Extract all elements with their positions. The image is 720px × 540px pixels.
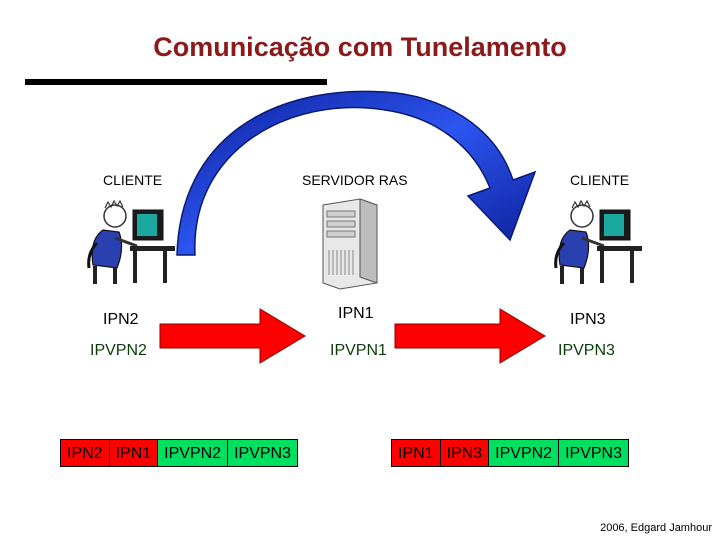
right-ip-label: IPN3	[570, 311, 606, 328]
left-client-icon	[87, 199, 175, 284]
server-label: SERVIDOR RAS	[302, 172, 408, 188]
right-client-label: CLIENTE	[570, 172, 630, 188]
server-vpn-label: IPVPN1	[330, 342, 387, 359]
right-packet-outer-src: IPN1	[391, 439, 441, 467]
page-title: Comunicação com Tunelamento	[153, 32, 567, 62]
left-packet: IPN2 IPN1 IPVPN2 IPVPN3	[60, 439, 298, 467]
right-packet-outer-dst: IPN3	[440, 439, 490, 467]
left-red-arrow	[159, 308, 306, 364]
right-vpn-label: IPVPN3	[558, 342, 615, 359]
right-packet: IPN1 IPN3 IPVPN2 IPVPN3	[391, 439, 629, 467]
title-underline	[25, 79, 327, 85]
server-icon	[322, 198, 378, 290]
footer-credit: 2006, Edgard Jamhour	[600, 522, 712, 534]
left-packet-inner-dst: IPVPN3	[228, 439, 298, 467]
right-red-arrow	[394, 308, 546, 364]
left-packet-outer-src: IPN2	[60, 439, 110, 467]
left-client-label: CLIENTE	[103, 172, 163, 188]
left-ip-label: IPN2	[103, 311, 139, 328]
left-packet-outer-dst: IPN1	[109, 439, 159, 467]
left-vpn-label: IPVPN2	[90, 342, 147, 359]
right-packet-inner-src: IPVPN2	[489, 439, 560, 467]
right-client-icon	[554, 199, 642, 284]
left-packet-inner-src: IPVPN2	[158, 439, 229, 467]
right-packet-inner-dst: IPVPN3	[559, 439, 629, 467]
server-ip-label: IPN1	[338, 305, 374, 322]
